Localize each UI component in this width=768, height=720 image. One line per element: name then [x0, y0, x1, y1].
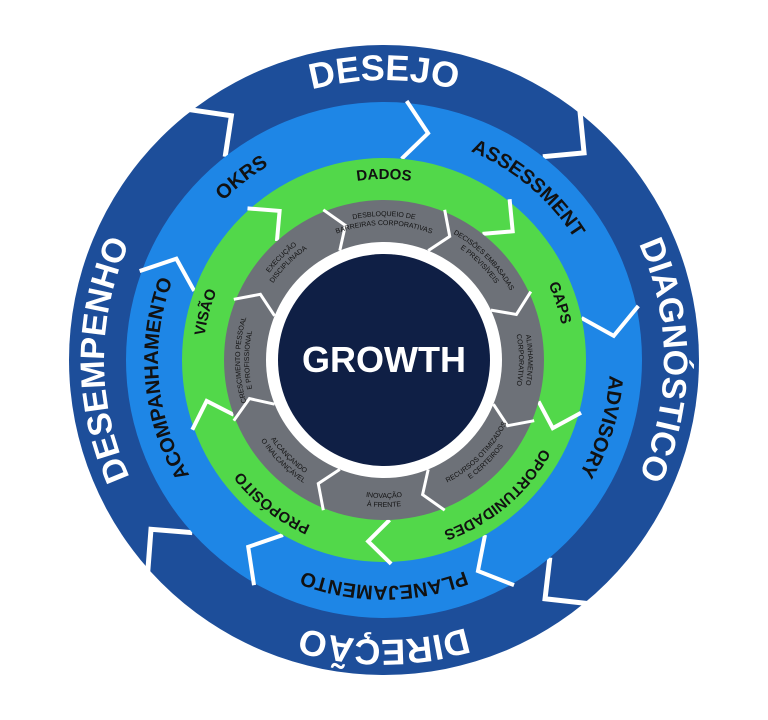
gray-ring-label-line: ALINHAMENTO — [524, 334, 533, 386]
gray-ring-divider-3 — [492, 403, 535, 428]
gray-ring-divider-2 — [490, 290, 533, 317]
gray-ring-divider-5 — [316, 468, 341, 511]
middle-ring-divider-4 — [245, 533, 284, 586]
gray-ring-label-line: À FRENTE — [367, 499, 402, 509]
middle-ring-divider-2 — [580, 304, 640, 339]
gray-ring-divider-6 — [232, 396, 275, 422]
green-ring-divider-3 — [365, 518, 393, 566]
outer-ring-divider-1 — [542, 109, 587, 160]
outer-ring-dividers — [145, 106, 589, 607]
center-label: GROWTH — [302, 339, 466, 380]
green-ring-divider-2 — [536, 400, 583, 431]
middle-ring-divider-3 — [475, 534, 515, 588]
green-label-dados: DADOS — [355, 166, 412, 185]
gray-ring-label-line: E PROFISSIONAL — [244, 330, 254, 390]
middle-ring-dividers — [139, 99, 640, 588]
gray-ring-divider-7 — [233, 292, 276, 317]
gray-ring-label-line: CORPORATIVO — [514, 334, 523, 387]
outer-ring-divider-3 — [145, 526, 193, 573]
gray-ring-label-line: INOVAÇÃO — [366, 490, 403, 500]
gray-ring-label-line: DESBLOQUEIO DE — [352, 211, 417, 221]
outer-ring-divider-2 — [542, 557, 589, 607]
gray-ring-divider-1 — [427, 209, 452, 252]
green-ring-divider-4 — [190, 398, 235, 431]
green-ring-divider-5 — [247, 206, 282, 242]
gray-ring-divider-8 — [322, 208, 348, 251]
middle-ring-divider-5 — [139, 256, 196, 292]
gray-ring-divider-4 — [420, 469, 446, 512]
core-circle — [278, 254, 490, 466]
gray-ring-dividers — [232, 208, 535, 512]
green-ring-dividers — [190, 199, 583, 566]
green-ring-divider-1 — [482, 199, 515, 236]
outer-ring-divider-4 — [187, 106, 235, 158]
middle-ring-divider-1 — [400, 99, 431, 161]
